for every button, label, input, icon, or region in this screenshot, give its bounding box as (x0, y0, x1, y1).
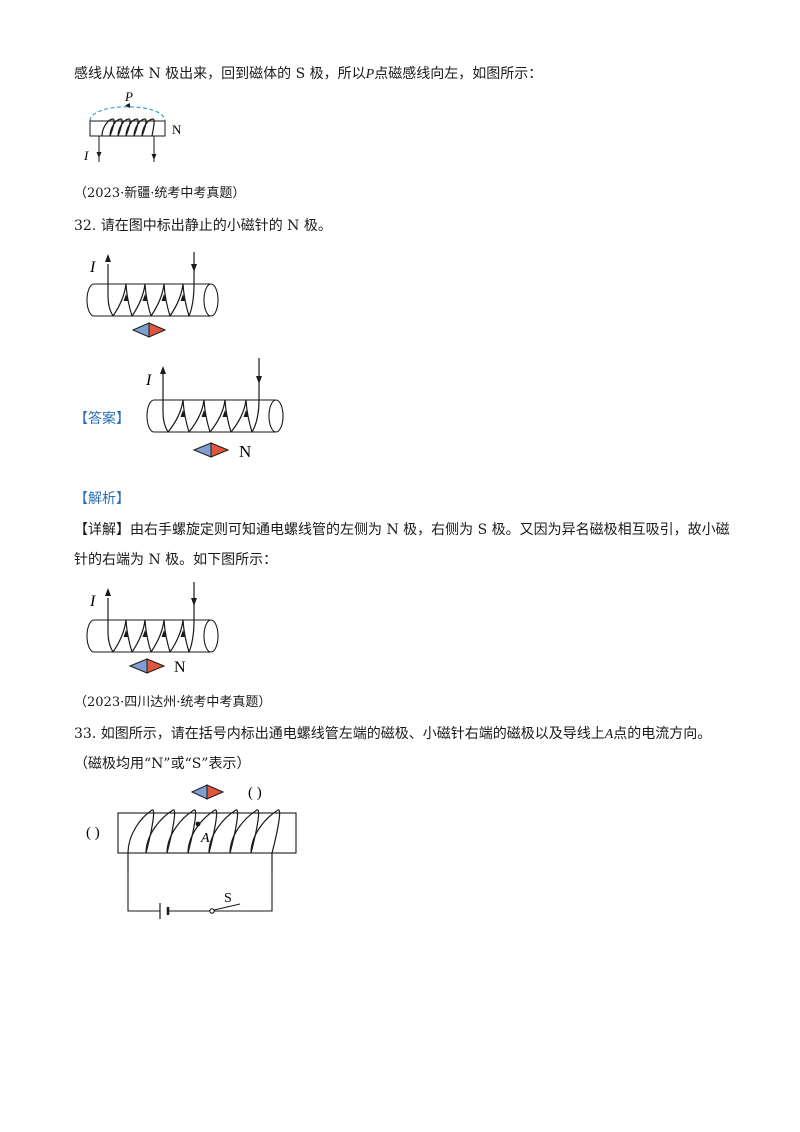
q33-a-var: A (604, 727, 614, 742)
answer-label-n: N (239, 442, 251, 461)
field-line-dashed (89, 106, 166, 122)
battery-icon (159, 903, 170, 919)
analysis-line-2: 针的右端为 N 极。如下图所示： (74, 552, 278, 568)
fig-intro-label-p: P (124, 89, 133, 104)
intro-line: 感线从磁体 N 极出来，回到磁体的 S 极，所以P点磁感线向左，如图所示： (74, 64, 542, 85)
fig-32-label-i: I (89, 259, 96, 276)
q33-text-2: 点的电流方向。 (613, 726, 712, 742)
fig-33-circuit: ( ) ( ) A S (86, 784, 297, 919)
fig-33-bracket-right: ( ) (248, 785, 262, 801)
source-2023-sichuan-dazhou: （2023·四川达州·统考中考真题） (74, 695, 272, 710)
intro-text-2: 点磁感线向左，如图所示： (374, 66, 543, 82)
analysis-text-1: 由右手螺旋定则可知通电螺线管的左侧为 N 极，右侧为 S 极。又因为异名磁极相互… (130, 522, 730, 538)
q33-text-1: 33. 如图所示，请在括号内标出通电螺线管左端的磁极、小磁针右端的磁极以及导线上 (74, 726, 605, 742)
answer-tag: 【答案】 (74, 411, 130, 427)
solenoid-body (86, 619, 219, 653)
point-a-dot (195, 821, 201, 827)
circuit-wires (127, 870, 273, 912)
magnetic-needle (128, 658, 166, 674)
current-arrows (105, 588, 197, 637)
current-arrows (160, 366, 262, 417)
coil-turns (127, 809, 281, 870)
magnetic-needle (192, 442, 230, 458)
fig-intro-solenoid: P N I (83, 89, 182, 163)
field-line-arrow (125, 103, 130, 108)
analysis-tag: 【解析】 (74, 491, 130, 507)
analysis-fig-label-i: I (89, 593, 96, 610)
magnetic-needle (131, 322, 167, 338)
fig-intro-label-i: I (83, 148, 89, 163)
switch-icon (209, 903, 241, 914)
current-arrows (105, 254, 197, 301)
fig-33-bracket-left: ( ) (86, 825, 100, 841)
coil-turns (107, 252, 195, 317)
coil-turns (107, 582, 195, 653)
answer-label-i: I (145, 372, 152, 389)
analysis-fig-label-n: N (174, 659, 186, 676)
solenoid-body (86, 283, 219, 317)
magnetic-needle (190, 784, 225, 800)
fig-33-label-a: A (200, 831, 210, 846)
analysis-line-1: 【详解】由右手螺旋定则可知通电螺线管的左侧为 N 极，右侧为 S 极。又因为异名… (74, 520, 730, 540)
question-32: 32. 请在图中标出静止的小磁针的 N 极。 (74, 218, 332, 234)
intro-p-var: P (365, 67, 375, 82)
fig-analysis-solenoid: I N (86, 582, 219, 676)
detail-tag: 【详解】 (74, 522, 130, 538)
question-33-line-1: 33. 如图所示，请在括号内标出通电螺线管左端的磁极、小磁针右端的磁极以及导线上… (74, 724, 711, 745)
intro-text-1: 感线从磁体 N 极出来，回到磁体的 S 极，所以 (74, 66, 366, 82)
fig-32-solenoid: I (86, 252, 219, 338)
question-33-line-2: （磁极均用“N”或“S”表示） (74, 756, 251, 772)
source-2023-xinjiang: （2023·新疆·统考中考真题） (74, 186, 246, 201)
solenoid-body (146, 399, 284, 433)
fig-33-label-s: S (224, 891, 232, 906)
coil-turns (162, 358, 260, 433)
fig-intro-label-n: N (172, 122, 182, 137)
fig-answer-solenoid: I N (145, 358, 284, 461)
coil-turns (101, 118, 155, 137)
